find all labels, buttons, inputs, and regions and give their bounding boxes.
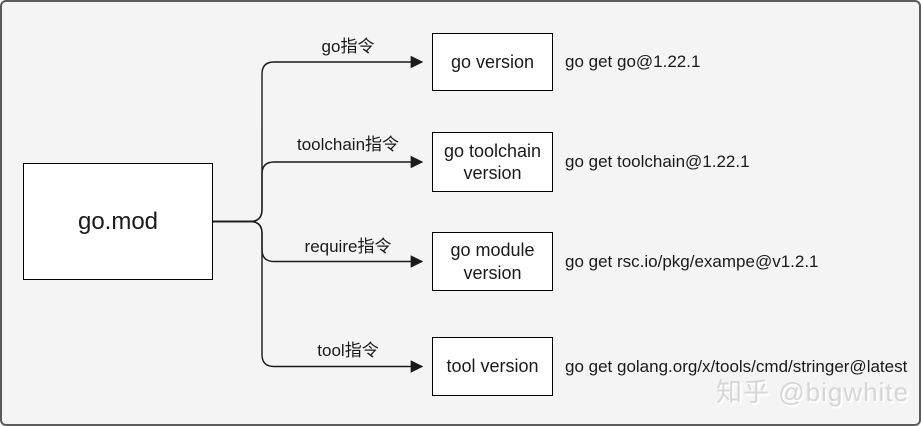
node-go-version-label: go version — [450, 51, 535, 72]
node-go-version: go version — [432, 33, 553, 91]
command-go-get-module: go get rsc.io/pkg/exampe@v1.2.1 — [565, 252, 819, 271]
node-go-toolchain-version-label: go toolchain version — [443, 140, 542, 184]
command-go-get-toolchain: go get toolchain@1.22.1 — [565, 152, 750, 171]
node-tool-version-label: tool version — [446, 356, 539, 377]
node-go-toolchain-version: go toolchain version — [432, 132, 553, 192]
edge-label-toolchain: toolchain指令 — [296, 135, 400, 154]
edge-label-tool: tool指令 — [317, 341, 379, 360]
node-go-module-version-label: go module version — [450, 240, 535, 283]
node-go-mod: go.mod — [23, 163, 213, 280]
edge-tool — [213, 220, 424, 373]
edge-label-require: require指令 — [304, 237, 392, 256]
command-go-get-tool: go get golang.org/x/tools/cmd/stringer@l… — [565, 357, 908, 376]
command-go-get-go: go get go@1.22.1 — [565, 52, 701, 71]
node-go-mod-label: go.mod — [77, 207, 159, 235]
zhihu-watermark: 知乎 @bigwhite — [715, 377, 909, 407]
edge-label-go: go指令 — [321, 37, 375, 56]
node-go-module-version: go module version — [432, 232, 553, 291]
edge-toolchain — [213, 155, 424, 223]
node-tool-version: tool version — [432, 337, 553, 396]
